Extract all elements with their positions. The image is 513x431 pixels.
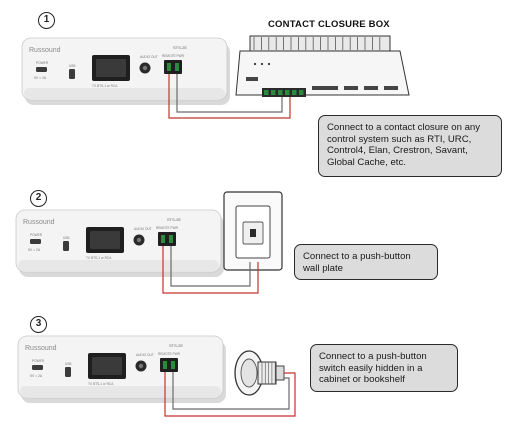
terminal-pin-1: [163, 361, 167, 369]
ethernet-port-inner: [92, 357, 122, 375]
step-number-3: 3: [30, 316, 47, 333]
audio-out-label: AUDIO OUT: [140, 55, 158, 59]
terminal-pin-2: [169, 235, 173, 243]
power-label: POWER: [36, 61, 49, 65]
remote-pwr-terminal: [164, 60, 182, 74]
brand-label: Russound: [29, 47, 61, 54]
ethernet-label: TX BTS-1 or RCA: [88, 382, 114, 386]
remote-pwr-terminal: [158, 232, 176, 246]
ccb-port: [384, 86, 398, 90]
ccb-terminal-pin: [299, 90, 304, 95]
usb-label: USB: [69, 64, 76, 68]
contact-closure-box-title: CONTACT CLOSURE BOX: [268, 19, 390, 30]
ethernet-port-inner: [90, 231, 120, 249]
ccb-led: [253, 62, 257, 66]
usb-label: USB: [65, 362, 72, 366]
step-number-2: 2: [30, 190, 47, 207]
terminal-pin-2: [171, 361, 175, 369]
model-label: STS-2E: [173, 45, 187, 50]
push-button-barrel: [257, 361, 277, 385]
brand-label: Russound: [23, 219, 55, 226]
ethernet-label: TX BTS-1 or RCA: [86, 256, 112, 260]
ccb-terminal-pin: [278, 90, 283, 95]
ccb-port: [312, 86, 338, 90]
contact-closure-box-icon: [235, 35, 410, 97]
terminal-pin-1: [167, 63, 171, 71]
wall-plate-button-light: [250, 229, 256, 237]
ccb-led: [267, 62, 271, 66]
callout-step-3: Connect to a push-button switch easily h…: [310, 344, 458, 392]
usb-port: [63, 241, 69, 251]
power-port: [36, 67, 47, 72]
callout-step-1: Connect to a contact closure on any cont…: [318, 115, 502, 177]
ccb-body: [235, 50, 410, 96]
model-label: STS-2E: [169, 343, 183, 348]
step-number-1: 1: [38, 12, 55, 29]
ccb-terminal-pin: [285, 90, 290, 95]
power-port: [32, 365, 43, 370]
ccb-port: [364, 86, 378, 90]
audio-out-label: AUDIO OUT: [134, 227, 152, 231]
callout-step-2: Connect to a push-button wall plate: [294, 244, 438, 280]
push-button-cap: [240, 358, 258, 388]
remote-pwr-label: REMOTE PWR: [162, 54, 185, 58]
ccb-led: [260, 62, 264, 66]
power-label: POWER: [30, 233, 43, 237]
ethernet-port-inner: [96, 59, 126, 77]
wire-gray-step-1: [176, 74, 283, 113]
audio-out-jack-center: [136, 237, 142, 243]
ccb-terminal-block: [262, 88, 306, 97]
power-port: [30, 239, 41, 244]
model-label: STS-2E: [167, 217, 181, 222]
brand-label: Russound: [25, 345, 57, 352]
ccb-port: [246, 77, 258, 81]
power-spec-label: 5V = 2A: [30, 374, 43, 378]
terminal-pin-2: [175, 63, 179, 71]
device-base: [20, 386, 221, 397]
remote-pwr-label: REMOTE PWR: [158, 352, 181, 356]
wire-red-step-3: [164, 372, 296, 417]
wires: [162, 74, 296, 417]
ccb-terminal-pin: [271, 90, 276, 95]
push-button-back: [275, 365, 285, 381]
usb-port: [65, 367, 71, 377]
audio-out-label: AUDIO OUT: [136, 353, 154, 357]
power-label: POWER: [32, 359, 45, 363]
push-button-switch-icon: [234, 350, 285, 396]
device-base: [18, 260, 219, 271]
wire-gray-step-2: [170, 246, 251, 287]
wire-red-step-2: [162, 246, 259, 294]
power-spec-label: 5V = 2A: [34, 76, 47, 80]
device-base: [24, 88, 225, 99]
wire-gray-step-3: [172, 372, 290, 410]
ccb-terminal-pin: [292, 90, 297, 95]
remote-pwr-label: REMOTE PWR: [156, 226, 179, 230]
ccb-fins: [249, 35, 391, 52]
wire-red-step-1: [168, 74, 291, 119]
ccb-terminal-pin: [264, 90, 269, 95]
power-spec-label: 5V = 2A: [28, 248, 41, 252]
ccb-port: [344, 86, 358, 90]
wall-plate-switch-icon: [223, 191, 283, 271]
terminal-pin-1: [161, 235, 165, 243]
usb-port: [69, 69, 75, 79]
usb-label: USB: [63, 236, 70, 240]
audio-out-jack-center: [138, 363, 144, 369]
audio-out-jack-center: [142, 65, 148, 71]
ethernet-label: TX BTS-1 or RCA: [92, 84, 118, 88]
remote-pwr-terminal: [160, 358, 178, 372]
